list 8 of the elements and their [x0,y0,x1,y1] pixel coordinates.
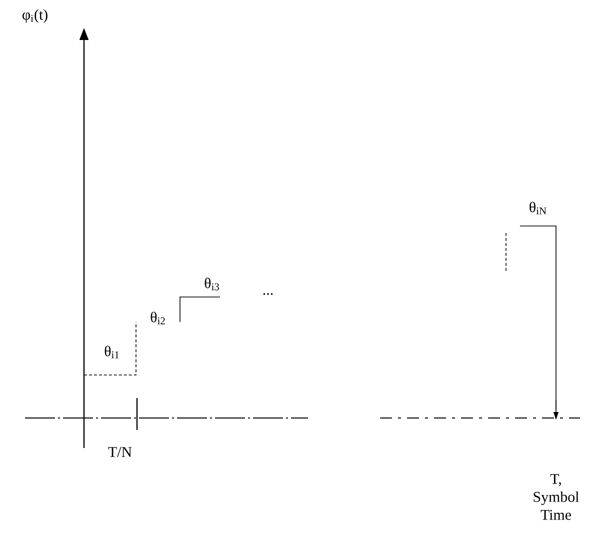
tick-label: T, Symbol Time [534,474,579,520]
axis-label: φ$_{i}$(t) [22,9,48,23]
step-label: θ$_{i2}$ [150,312,165,324]
step-label: θ$_{iN}$ [530,202,546,214]
step-label: θ$_{i3}$ [204,278,219,290]
tick-label: T/N [108,447,132,457]
ellipsis: ... [263,293,273,295]
step-label: θ$_{i1}$ [104,346,119,358]
